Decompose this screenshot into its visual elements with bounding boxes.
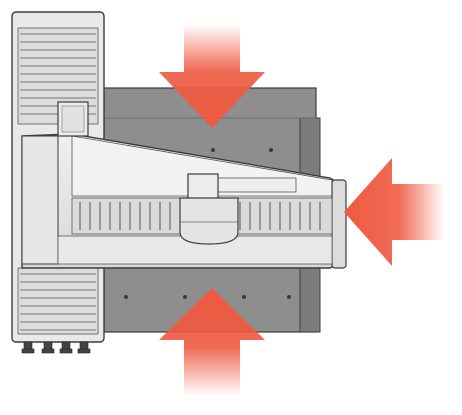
connectors bbox=[21, 341, 91, 354]
arm-slots bbox=[79, 202, 321, 230]
carriage bbox=[179, 173, 239, 245]
bottom-arrow-icon bbox=[159, 288, 265, 396]
right-arrow-icon bbox=[344, 158, 444, 266]
top-arrow-icon bbox=[159, 24, 265, 128]
